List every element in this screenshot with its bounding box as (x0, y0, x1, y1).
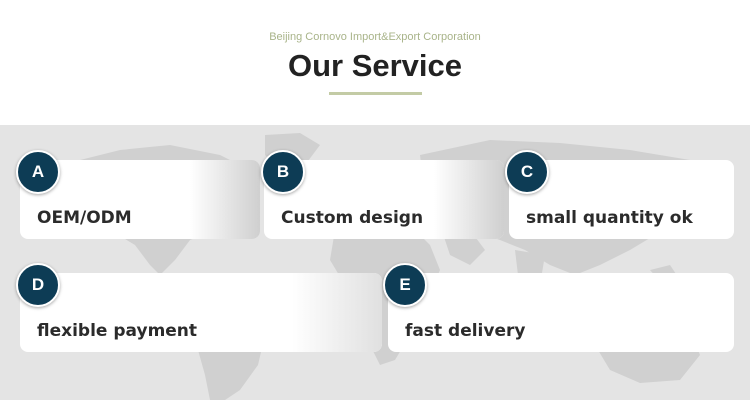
page-title: Our Service (287, 48, 463, 83)
service-label: small quantity ok (526, 208, 693, 228)
service-card-custom-design: Custom design (264, 160, 504, 239)
service-badge-a: A (16, 150, 60, 194)
service-label: OEM/ODM (37, 208, 132, 228)
service-badge-e: E (383, 263, 427, 307)
service-badge-c: C (505, 150, 549, 194)
header: Beijing Cornovo Import&Export Corporatio… (0, 0, 750, 125)
service-label: flexible payment (37, 321, 198, 341)
service-badge-d: D (16, 263, 60, 307)
service-label: fast delivery (405, 321, 526, 341)
title-underline (329, 92, 422, 95)
service-badge-b: B (261, 150, 305, 194)
service-label: Custom design (281, 208, 424, 228)
company-name: Beijing Cornovo Import&Export Corporatio… (269, 31, 481, 43)
service-card-flexible-payment: flexible payment (20, 273, 382, 352)
service-card-oem-odm: OEM/ODM (20, 160, 260, 239)
service-card-fast-delivery: fast delivery (388, 273, 734, 352)
